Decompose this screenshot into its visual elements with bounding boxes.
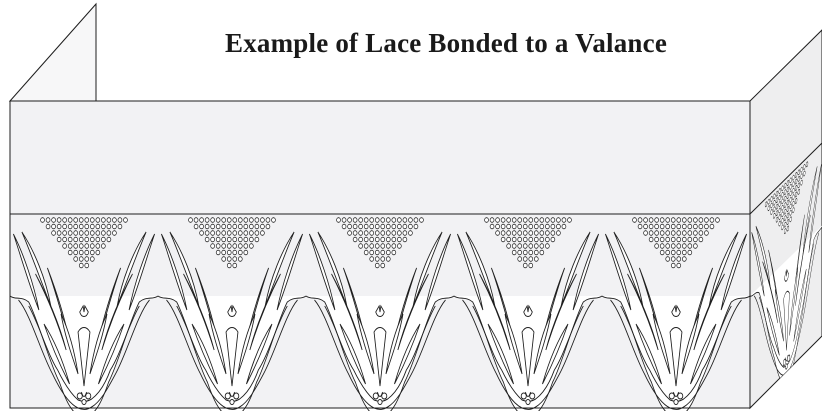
diagram-title: Example of Lace Bonded to a Valance [224, 28, 668, 58]
side-lace-edge [750, 142, 822, 215]
side-lace [750, 142, 822, 408]
back-panel-left [8, 2, 97, 102]
